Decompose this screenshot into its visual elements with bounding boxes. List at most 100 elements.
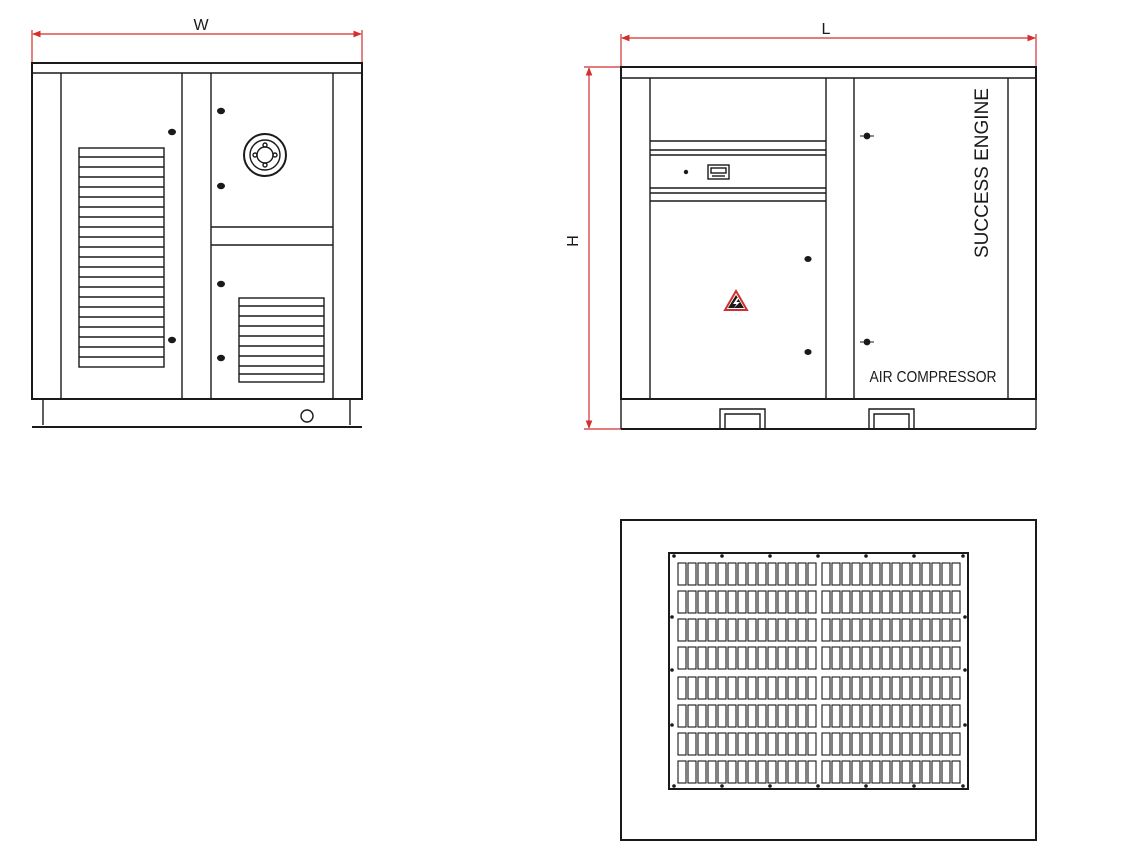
grille-cell — [687, 646, 697, 670]
grille-cell — [941, 590, 951, 614]
grille-cell — [797, 590, 807, 614]
grille-cell — [687, 732, 697, 756]
grille-cell — [901, 646, 911, 670]
grille-cell — [757, 618, 767, 642]
side-base — [620, 398, 1037, 430]
grille-cell — [767, 704, 777, 728]
grille-cell — [747, 676, 757, 700]
grille-cell — [737, 562, 747, 586]
grille-bolt — [768, 784, 772, 788]
grille-cell — [871, 732, 881, 756]
top-frame — [620, 519, 1037, 841]
grille-cell — [861, 704, 871, 728]
grille-cell — [901, 732, 911, 756]
grille-cell — [717, 646, 727, 670]
grille-cell — [871, 590, 881, 614]
grille-cell — [881, 562, 891, 586]
grille-cell — [737, 676, 747, 700]
grille-cell — [951, 618, 961, 642]
front-left-louver — [78, 147, 165, 368]
grille-cell — [931, 646, 941, 670]
grille-cell — [807, 704, 817, 728]
grille-cell — [831, 760, 841, 784]
grille-cell — [677, 646, 687, 670]
grille-cell — [881, 704, 891, 728]
grille-cell — [687, 618, 697, 642]
front-door-locks — [168, 107, 225, 362]
grille-cell — [807, 676, 817, 700]
grille-cell — [821, 732, 831, 756]
grille-cell — [921, 646, 931, 670]
grille-cell — [787, 562, 797, 586]
grille-cell — [697, 562, 707, 586]
grille-bolt — [670, 668, 674, 672]
grille-cell — [697, 646, 707, 670]
control-panel-display-icon — [683, 164, 730, 180]
air-outlet-flange-icon — [243, 133, 287, 177]
grille-cells — [677, 562, 961, 784]
height-label: H — [565, 235, 582, 247]
grille-cell — [687, 704, 697, 728]
grille-cell — [677, 760, 687, 784]
side-view: L H — [565, 21, 1037, 430]
grille-cell — [767, 676, 777, 700]
grille-cell — [841, 676, 851, 700]
grille-cell — [831, 676, 841, 700]
grille-cell — [911, 646, 921, 670]
grille-cell — [881, 646, 891, 670]
height-dimension: H — [565, 66, 622, 430]
grille-cell — [891, 676, 901, 700]
high-voltage-warning-icon — [723, 289, 749, 311]
grille-cell — [757, 562, 767, 586]
grille-cell — [821, 590, 831, 614]
grille-cell — [767, 646, 777, 670]
grille-cell — [757, 676, 767, 700]
length-label: L — [822, 21, 831, 38]
grille-cell — [807, 562, 817, 586]
grille-cell — [727, 618, 737, 642]
grille-cell — [901, 590, 911, 614]
grille-cell — [921, 590, 931, 614]
front-right-louver — [238, 297, 325, 383]
grille-cell — [831, 732, 841, 756]
grille-cell — [911, 562, 921, 586]
grille-cell — [797, 732, 807, 756]
grille-cell — [831, 704, 841, 728]
grille-cell — [747, 732, 757, 756]
grille-bolt — [672, 554, 676, 558]
grille-cell — [881, 732, 891, 756]
grille-cell — [777, 760, 787, 784]
grille-cell — [861, 562, 871, 586]
grille-bolt — [864, 554, 868, 558]
grille-bolt — [963, 615, 967, 619]
grille-bolt — [963, 723, 967, 727]
grille-cell — [677, 590, 687, 614]
grille-cell — [697, 618, 707, 642]
grille-cell — [717, 590, 727, 614]
grille-cell — [841, 618, 851, 642]
grille-cell — [911, 676, 921, 700]
grille-cell — [787, 676, 797, 700]
grille-cell — [787, 704, 797, 728]
grille-cell — [951, 704, 961, 728]
grille-cell — [737, 590, 747, 614]
grille-cell — [747, 760, 757, 784]
grille-bolt — [912, 554, 916, 558]
grille-cell — [707, 676, 717, 700]
grille-cell — [717, 732, 727, 756]
grille-cell — [787, 760, 797, 784]
grille-cell — [841, 760, 851, 784]
width-label: W — [193, 17, 209, 34]
grille-cell — [767, 732, 777, 756]
grille-cell — [941, 732, 951, 756]
grille-cell — [687, 760, 697, 784]
grille-cell — [787, 646, 797, 670]
grille-cell — [871, 760, 881, 784]
grille-cell — [941, 760, 951, 784]
grille-cell — [807, 760, 817, 784]
grille-cell — [767, 618, 777, 642]
grille-cell — [841, 590, 851, 614]
grille-cell — [707, 760, 717, 784]
grille-cell — [797, 618, 807, 642]
grille-cell — [821, 646, 831, 670]
